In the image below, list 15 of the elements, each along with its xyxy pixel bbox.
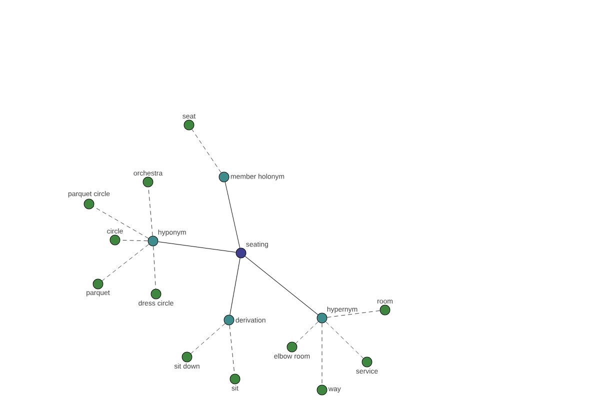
connector-line <box>102 244 150 281</box>
connector-line <box>93 206 149 239</box>
connector-line <box>296 321 318 344</box>
connector-line <box>230 258 240 316</box>
connector-line <box>190 323 226 354</box>
connector-line <box>192 129 222 173</box>
connector-line <box>327 310 380 318</box>
connector-line <box>229 325 235 374</box>
connector-line <box>326 321 364 359</box>
connector-line <box>153 246 156 289</box>
connector-line <box>120 240 148 242</box>
connector-line <box>158 241 236 253</box>
connector-line <box>224 182 240 248</box>
connector-line <box>244 256 318 315</box>
connector-line <box>148 187 153 236</box>
